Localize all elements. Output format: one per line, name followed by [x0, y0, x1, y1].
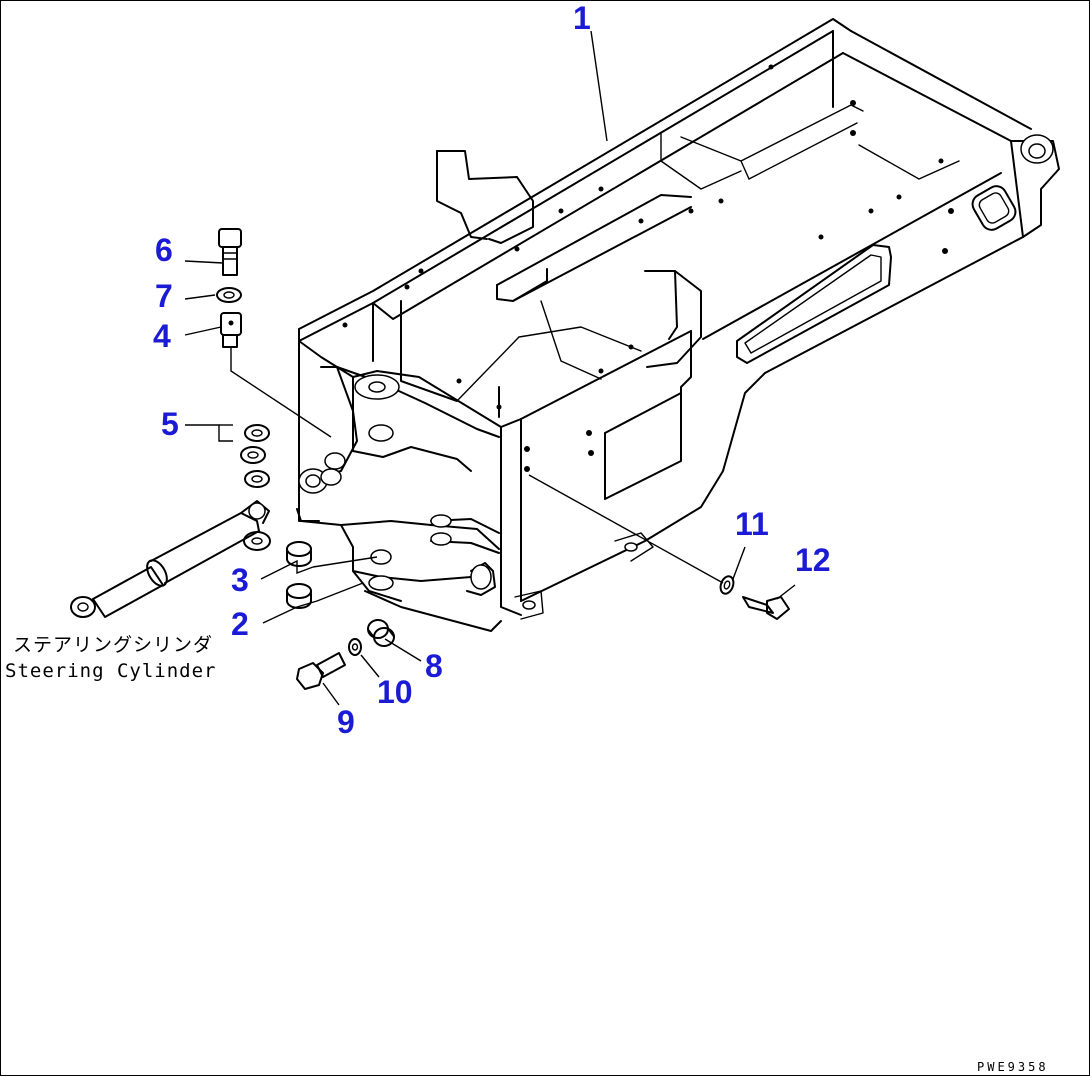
- steering-cylinder-label-en: Steering Cylinder: [5, 660, 216, 682]
- callout-5: 5: [161, 406, 179, 442]
- steering-cylinder-label-jp: ステアリングシリンダ: [13, 634, 213, 656]
- callout-10: 10: [377, 674, 413, 710]
- drawing-code: PWE9358: [977, 1060, 1049, 1074]
- callout-6: 6: [155, 232, 173, 268]
- callout-4: 4: [153, 318, 171, 354]
- part-10-washer: [348, 638, 362, 656]
- part-12-bolt: [742, 596, 790, 620]
- callout-7: 7: [155, 278, 173, 314]
- part-9-bolt: [296, 652, 346, 690]
- leader-lines: [184, 30, 796, 706]
- part-7-washer: [216, 287, 242, 303]
- callout-1: 1: [573, 1, 591, 36]
- part-8-spacer: [367, 619, 395, 647]
- callout-3: 3: [231, 562, 249, 598]
- callout-9: 9: [337, 704, 355, 740]
- part-11-washer: [719, 575, 735, 595]
- part-6-bolt: [218, 228, 242, 276]
- steering-cylinder: [70, 500, 270, 618]
- part-3-bushing: [286, 541, 312, 567]
- callout-labels: 1 2 3 4 5 6 7 8 9 10 11 12: [153, 1, 831, 740]
- callout-11: 11: [735, 506, 769, 542]
- part-4-spacer: [220, 312, 242, 348]
- callout-2: 2: [231, 606, 249, 642]
- frame-body: [296, 18, 1060, 632]
- callout-12: 12: [795, 542, 831, 578]
- part-5-shims: [240, 424, 271, 551]
- callout-8: 8: [425, 648, 443, 684]
